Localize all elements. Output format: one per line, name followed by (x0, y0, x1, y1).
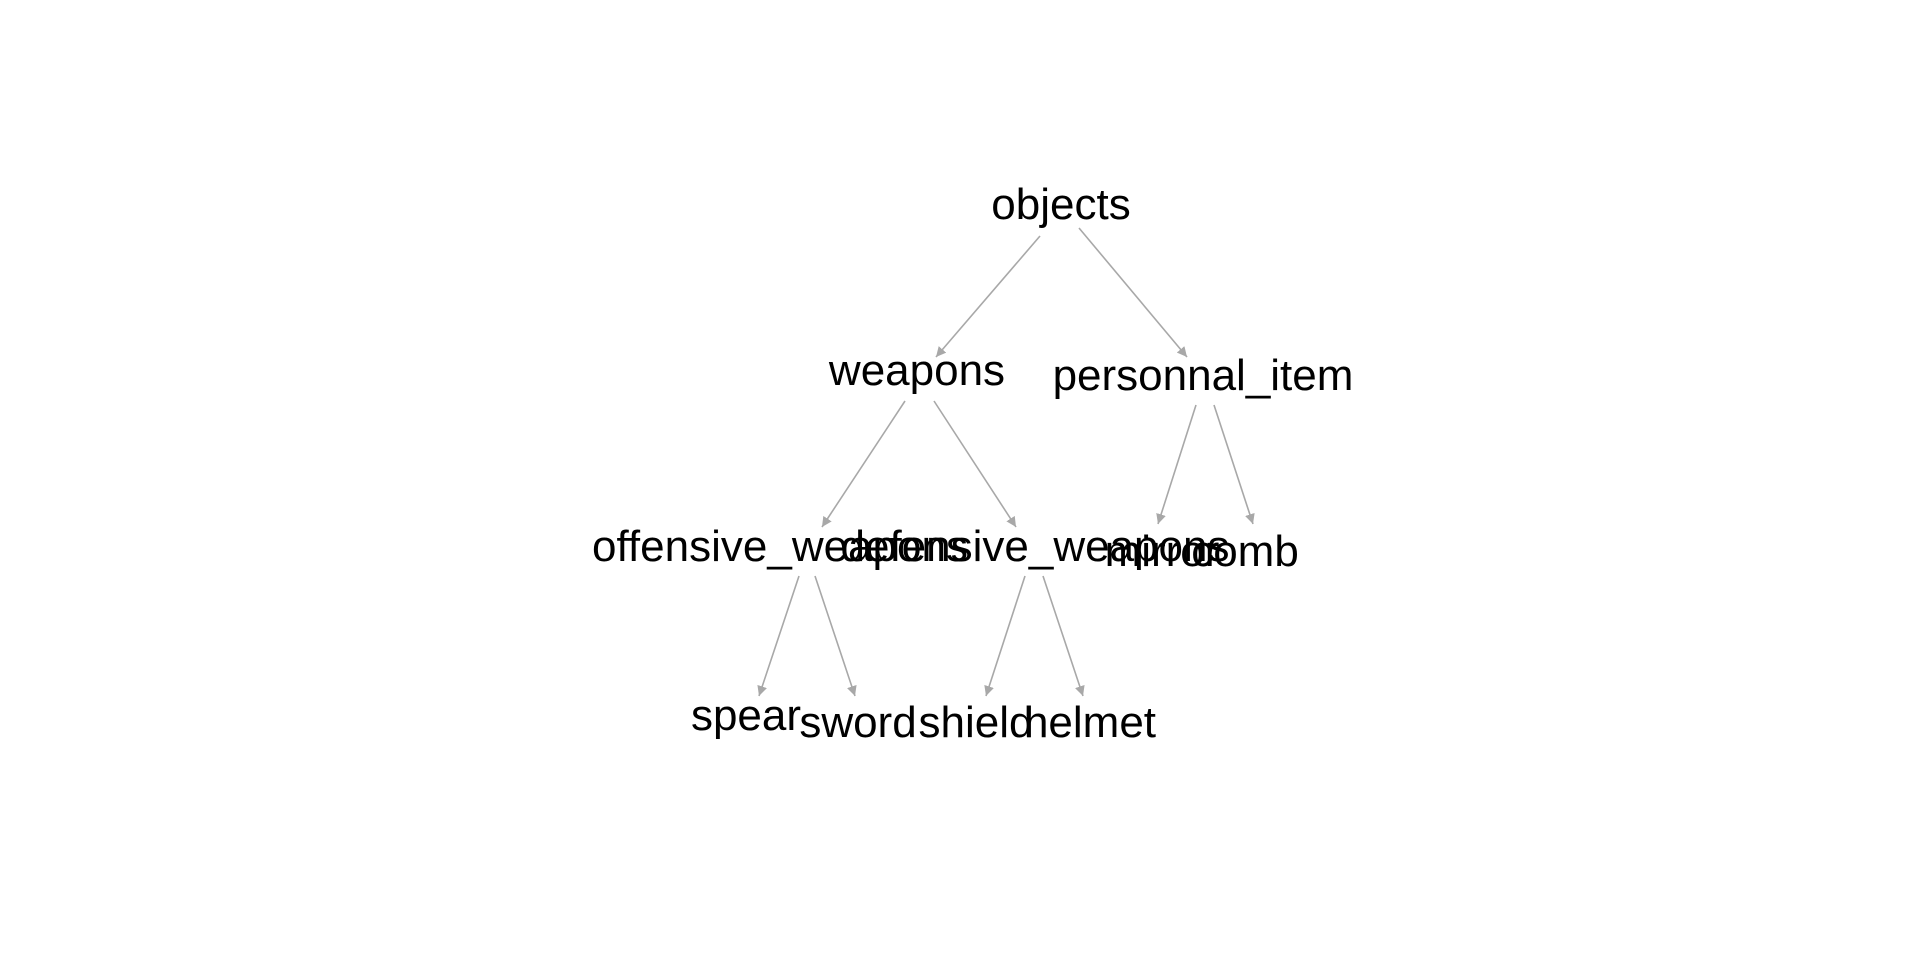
node-spear: spear (691, 691, 801, 740)
node-defensive-weapons: defensive_weapons (841, 522, 1230, 571)
edge-offensive-weapons-spear (757, 575, 800, 697)
edge-weapons-defensive-weapons (933, 400, 1017, 528)
edge-offensive-weapons-sword (814, 575, 857, 697)
node-helmet: helmet (1024, 698, 1156, 747)
nodes: objects weapons personnal_item offensive… (592, 180, 1353, 747)
node-weapons: weapons (828, 346, 1005, 395)
node-personnal-item: personnal_item (1053, 351, 1354, 400)
edge-personnal-item-mirror (1156, 404, 1197, 525)
node-comb: comb (1191, 527, 1299, 576)
node-sword: sword (799, 698, 916, 747)
edge-weapons-offensive-weapons (821, 400, 906, 528)
node-mirror: mirror (1105, 527, 1220, 576)
edge-defensive-weapons-helmet (1042, 575, 1085, 697)
node-offensive-weapons: offensive_weapons (592, 522, 968, 571)
edge-personnal-item-comb (1213, 404, 1255, 525)
edge-objects-personnal-item (1078, 227, 1188, 358)
edge-defensive-weapons-shield (984, 575, 1026, 697)
edge-objects-weapons (935, 235, 1041, 358)
node-shield: shield (919, 698, 1034, 747)
node-objects: objects (991, 180, 1130, 229)
edges (757, 227, 1255, 697)
